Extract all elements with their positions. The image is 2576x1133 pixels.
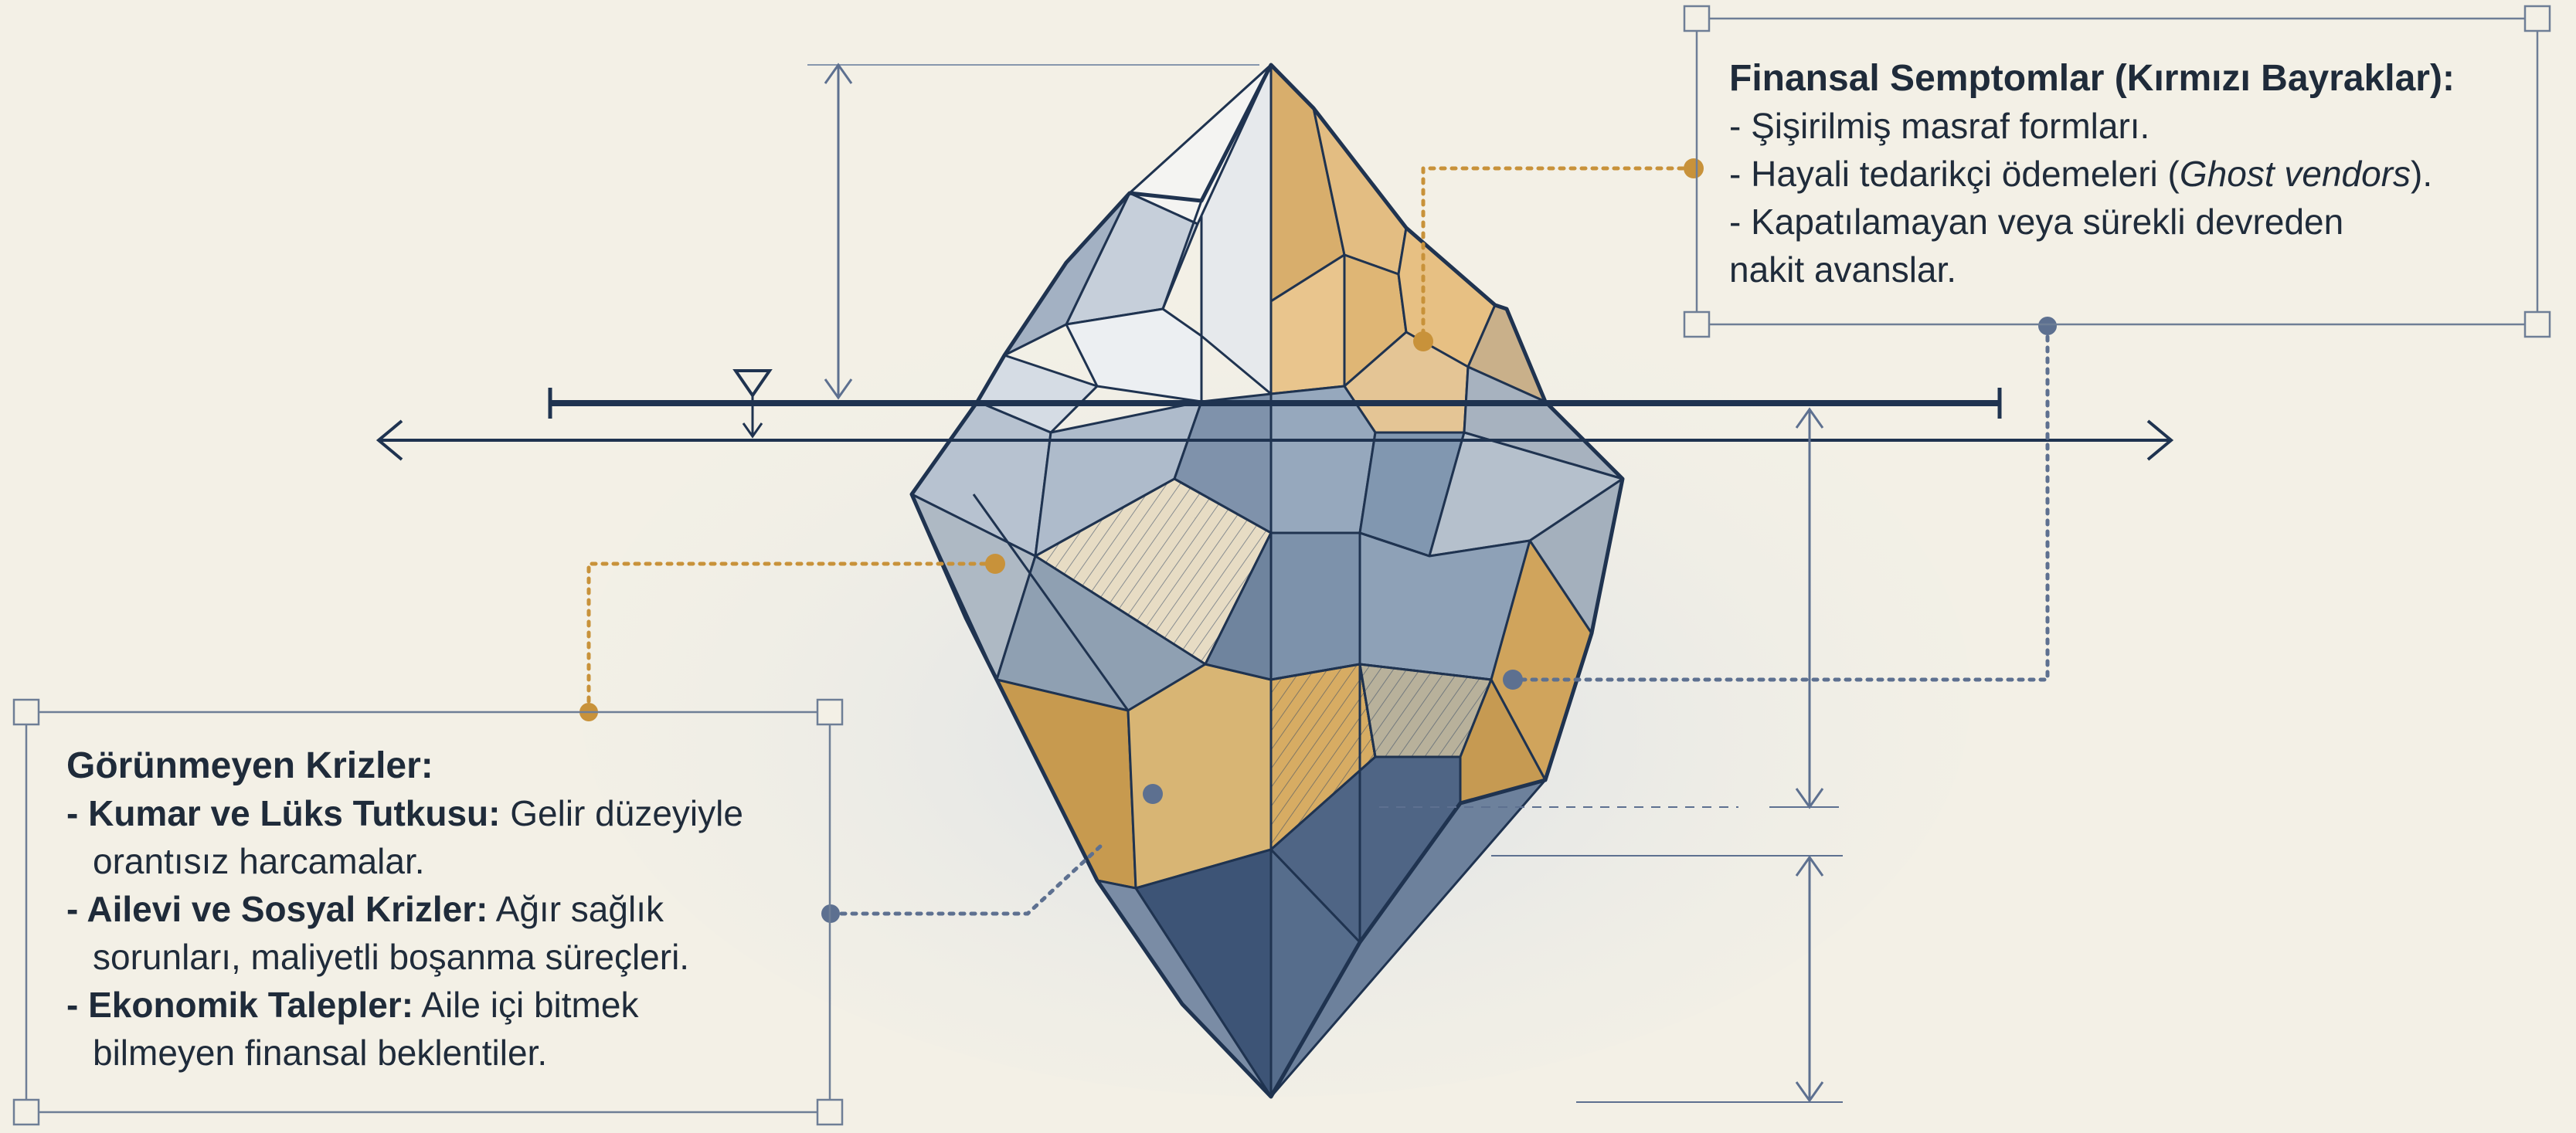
callout-item: - Hayali tedarikçi ödemeleri (Ghost vend… [1729,150,2525,198]
frame-corner [1684,6,1709,31]
callout-item: - Kumar ve Lüks Tutkusu: Gelir düzeyiyle [66,789,839,837]
callout-item-continuation: bilmeyen finansal beklentiler. [66,1029,839,1077]
callout-item: - Kapatılamayan veya sürekli devreden [1729,198,2525,246]
frame-corner [14,1100,39,1125]
callout-item-text: Ağır sağlık [488,889,664,929]
leader-dot [1143,784,1163,804]
leader-dot [1684,158,1704,178]
water-level-symbol-icon [736,371,770,395]
frame-corner [1684,312,1709,337]
callout-item-continuation: orantısız harcamalar. [66,837,839,885]
callout-item-continuation: sorunları, maliyetli boşanma süreçleri. [66,933,839,981]
iceberg-facet [1271,386,1375,533]
callout-item: - Ailevi ve Sosyal Krizler: Ağır sağlık [66,885,839,933]
callout-item-label: - Ailevi ve Sosyal Krizler: [66,889,488,929]
callout-item-text: - Hayali tedarikçi ödemeleri ( [1729,154,2180,194]
callout-item-text: Gelir düzeyiyle [500,793,743,833]
frame-corner [2525,6,2550,31]
callout-item-continuation: nakit avanslar. [1729,246,2525,293]
callout-item-italic: Ghost vendors [2180,154,2411,194]
callout-title: Görünmeyen Krizler: [66,743,839,789]
leader-dot [985,554,1005,574]
callout-item-text: ). [2411,154,2432,194]
callout-item: - Şişirilmiş masraf formları. [1729,102,2525,150]
frame-corner [2525,312,2550,337]
callout-item-label: - Kumar ve Lüks Tutkusu: [66,793,500,833]
callout-financial-symptoms: Finansal Semptomlar (Kırmızı Bayraklar):… [1729,56,2525,293]
callout-item: - Ekonomik Talepler: Aile içi bitmek [66,981,839,1029]
callout-item-text: Aile içi bitmek [413,985,638,1025]
callout-item-label: - Ekonomik Talepler: [66,985,413,1025]
leader-dot [1413,331,1433,351]
iceberg-facet [1271,533,1360,680]
frame-corner [817,1100,842,1125]
leader-dot [2038,317,2057,335]
leader-dot [1503,670,1523,690]
callout-title: Finansal Semptomlar (Kırmızı Bayraklar): [1729,56,2525,102]
callout-hidden-crises: Görünmeyen Krizler: - Kumar ve Lüks Tutk… [66,743,839,1077]
frame-corner [14,700,39,724]
frame-corner [817,700,842,724]
